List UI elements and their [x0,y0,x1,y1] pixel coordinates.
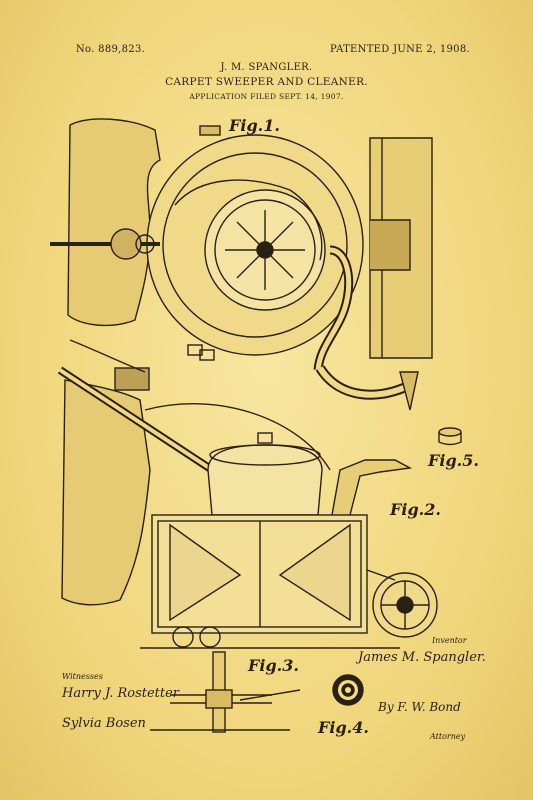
inventor-label: Inventor [432,636,467,645]
fig4-label: Fig.4. [318,718,369,737]
inventor-signature: James M. Spangler. [358,650,486,665]
patent-number: No. 889,823. [76,44,146,55]
fig2-label: Fig.2. [390,500,441,519]
fig4-drawing [332,674,364,706]
application-filed: APPLICATION FILED SEPT. 14, 1907. [189,92,344,101]
fig5-drawing [438,427,462,446]
witnesses-label: Witnesses [62,672,103,681]
fig5-label: Fig.5. [428,451,479,470]
fig2-drawing [57,339,438,649]
inventor-name-heading: J. M. SPANGLER. [220,62,313,73]
fig1-label: Fig.1. [229,116,280,135]
fig3-drawing [150,651,301,733]
patent-date: PATENTED JUNE 2, 1908. [330,44,470,55]
attorney-label: Attorney [430,732,466,741]
witness-signature-2: Sylvia Bosen [62,716,146,731]
fig3-label: Fig.3. [248,656,299,675]
fig1-drawing [50,118,433,411]
patent-title: CARPET SWEEPER AND CLEANER. [165,76,368,88]
witness-signature-1: Harry J. Rostetter [62,686,180,701]
attorney-signature: By F. W. Bond [378,700,461,714]
